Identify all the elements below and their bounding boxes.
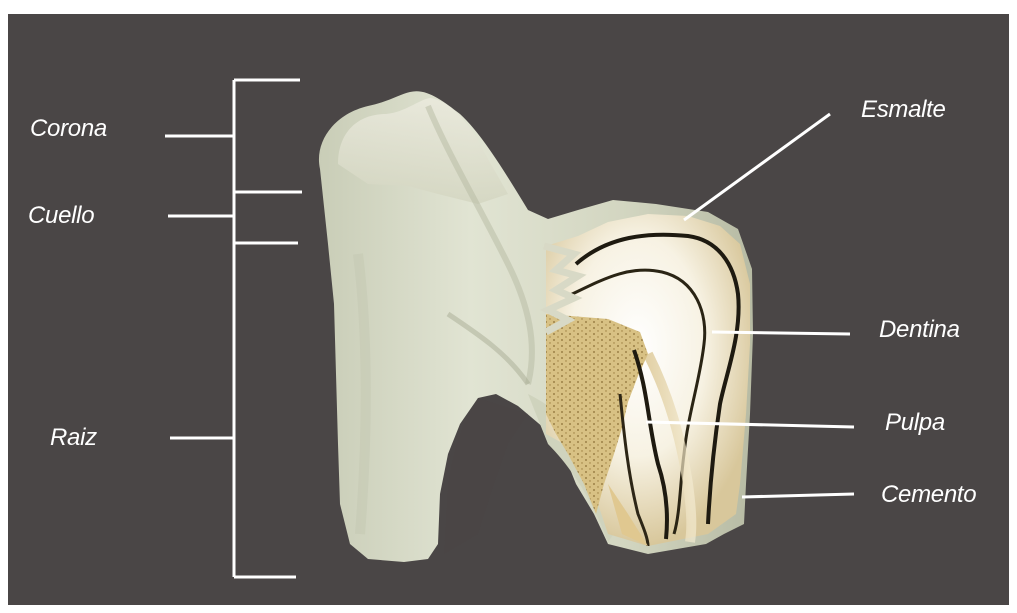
tooth-diagram [8,14,1009,605]
label-esmalte: Esmalte [861,96,946,124]
left-bracket [165,80,302,577]
label-raiz: Raiz [50,424,97,452]
label-pulpa: Pulpa [885,409,945,437]
label-corona: Corona [30,115,107,143]
label-cemento: Cemento [881,481,976,509]
label-cuello: Cuello [28,202,94,230]
label-dentina: Dentina [879,316,960,344]
tooth-cross-section [544,214,750,546]
diagram-panel: Corona Cuello Raiz Esmalte Dentina Pulpa… [8,14,1009,605]
